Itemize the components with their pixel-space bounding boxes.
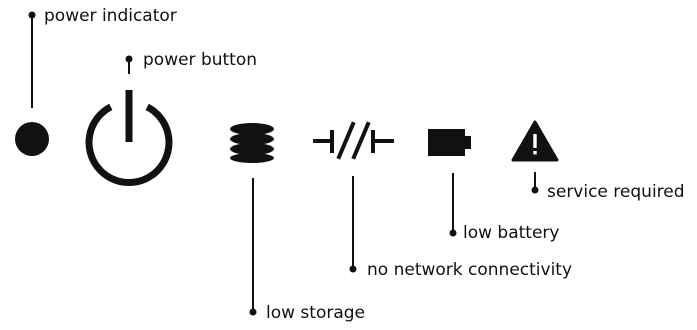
filled-circle-icon: [15, 122, 49, 156]
broken-connection-icon: [313, 121, 394, 160]
power-indicator-label: power indicator: [44, 6, 177, 26]
service-required-callout: [531, 172, 539, 194]
power-button-callout: [125, 55, 133, 74]
callout-dot: [449, 229, 457, 237]
service-required-label: service required: [547, 182, 685, 202]
callout-dot: [349, 265, 357, 273]
low-battery-label: low battery: [463, 223, 560, 243]
low-storage-label: low storage: [266, 303, 366, 323]
power-button-label: power button: [143, 50, 258, 70]
power-indicator-callout: [28, 11, 36, 108]
warning-triangle-icon: [511, 120, 559, 162]
callout-dot: [531, 186, 539, 194]
low-storage-callout: [249, 178, 257, 316]
battery-icon: [428, 129, 471, 156]
no-network-callout: [349, 176, 357, 273]
power-icon: [85, 90, 173, 186]
callout-dot: [249, 308, 257, 316]
database-stack-icon: [230, 123, 274, 163]
no-network-label: no network connectivity: [367, 260, 573, 280]
low-battery-callout: [449, 173, 457, 237]
